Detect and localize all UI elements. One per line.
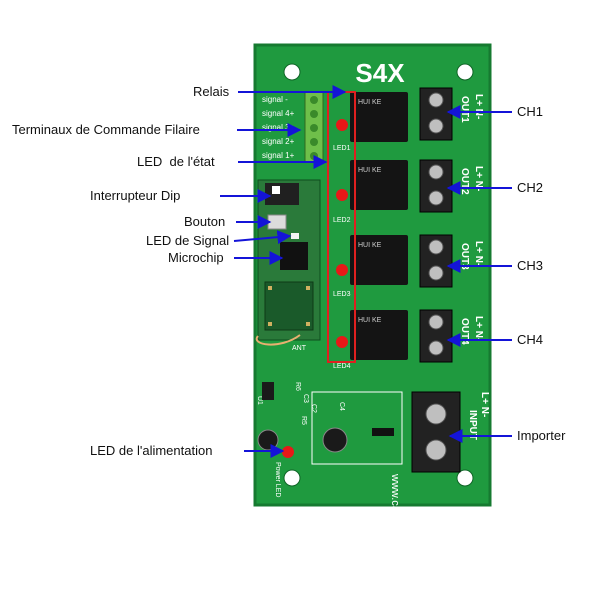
mount-hole-br: [456, 469, 474, 487]
callout-ch4: CH4: [517, 332, 544, 347]
relay-3: [350, 235, 408, 285]
input-screw-1: [425, 403, 447, 425]
ant-label: ANT: [292, 345, 307, 352]
signal-label: signal 2+: [262, 137, 295, 146]
power-capacitor: [257, 429, 279, 451]
status-led-4: [336, 336, 348, 348]
callout-dip: Interrupteur Dip: [90, 188, 181, 203]
relay-brand: HUI KE: [358, 317, 382, 324]
input-polarity: L+ N-: [479, 392, 490, 417]
signal-label: signal 4+: [262, 109, 295, 118]
led-label: LED3: [333, 291, 351, 298]
status-led-labels: LED1 LED2 LED3 LED4: [333, 145, 351, 370]
input-label: INPUT: [467, 410, 478, 440]
relay-4: [350, 310, 408, 360]
out-polarity: L+ N-: [473, 316, 484, 341]
status-led-1: [336, 119, 348, 131]
board-model-label: S4X: [355, 58, 405, 88]
callout-microchip: Microchip: [168, 250, 224, 265]
signal-label: signal 3+: [262, 123, 295, 132]
callout-relais: Relais: [193, 84, 230, 99]
rf-module: [264, 281, 314, 331]
status-leds: [336, 119, 348, 348]
led-label: LED1: [333, 145, 351, 152]
led-label: LED4: [333, 363, 351, 370]
signal-terminal-pins: [310, 96, 318, 160]
signal-terminal-labels: signal - signal 4+ signal 3+ signal 2+ s…: [262, 95, 295, 160]
callout-ch1: CH1: [517, 104, 544, 119]
part-label: U1: [256, 396, 263, 405]
input-screw-2: [425, 439, 447, 461]
regulator: [262, 382, 274, 400]
arrow-led-signal: [233, 230, 292, 245]
dip-switch-lever: [272, 186, 280, 194]
out-polarity: L+ N-: [473, 94, 484, 119]
antenna-wire: [255, 334, 301, 346]
button: [267, 214, 287, 230]
callout-terminaux: Terminaux de Commande Filaire: [12, 122, 200, 137]
out-label: OUT2: [459, 168, 470, 195]
part-label: R5: [300, 416, 307, 425]
dip-switch: [265, 183, 299, 205]
relay-brand: HUI KE: [358, 242, 382, 249]
signal-label: signal 1+: [262, 151, 295, 160]
callout-ch3: CH3: [517, 258, 544, 273]
callout-importer: Importer: [517, 428, 566, 443]
mount-hole-bl: [283, 469, 301, 487]
rf-module-pins: [268, 286, 310, 326]
out-polarity: L+ N-: [473, 241, 484, 266]
signal-label: signal -: [262, 95, 288, 104]
out-polarity: L+ N-: [473, 166, 484, 191]
power-section-outline: [311, 391, 403, 465]
callout-arrows: [220, 85, 512, 458]
small-part-labels: R6 C3 C2 R5 C4 U1: [256, 382, 345, 425]
callout-ch2: CH2: [517, 180, 544, 195]
relays: [350, 92, 408, 360]
part-label: R6: [294, 382, 301, 391]
out-label: OUT3: [459, 243, 470, 270]
status-led-2: [336, 189, 348, 201]
microchip: [280, 242, 308, 270]
led-label: LED2: [333, 217, 351, 224]
callout-led-alimentation: LED de l'alimentation: [90, 443, 213, 458]
website-label: www.carymart.com: [389, 473, 401, 567]
status-led-3: [336, 264, 348, 276]
callout-led-signal: LED de Signal: [146, 233, 230, 248]
capacitor: [322, 427, 348, 453]
relay-brand-labels: HUI KE HUI KE HUI KE HUI KE: [358, 99, 382, 324]
callout-bouton: Bouton: [184, 214, 226, 229]
power-led: [282, 446, 294, 458]
part-label: C2: [310, 404, 317, 413]
power-led-label: Power LED: [274, 462, 281, 497]
out-label: OUT4: [459, 318, 470, 345]
relay-2: [350, 160, 408, 210]
mount-hole-tr: [456, 63, 474, 81]
mount-hole-tl: [283, 63, 301, 81]
callout-led-etat: LED de l'état: [137, 154, 215, 169]
relay-brand: HUI KE: [358, 167, 382, 174]
part-label: C3: [302, 394, 309, 403]
output-terminal-screws: [428, 92, 444, 356]
signal-led: [291, 233, 299, 239]
diode: [372, 428, 394, 436]
relay-1: [350, 92, 408, 142]
out-label: OUT1: [459, 96, 470, 123]
part-label: C4: [338, 402, 345, 411]
relay-brand: HUI KE: [358, 99, 382, 106]
output-labels: OUT1 OUT2 OUT3 OUT4 L+ N- L+ N- L+ N- L+…: [459, 94, 484, 345]
